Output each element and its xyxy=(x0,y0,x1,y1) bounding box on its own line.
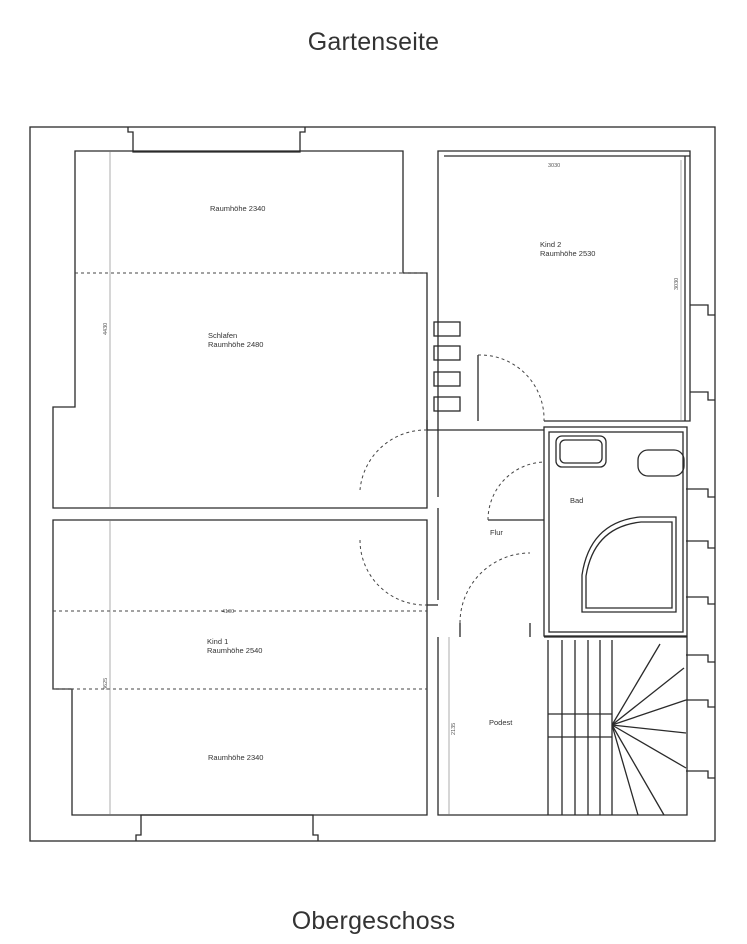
room-kind2-outline xyxy=(437,150,691,497)
label-podest: Podest xyxy=(489,718,513,727)
label-kind2: Kind 2 xyxy=(540,240,561,249)
label-kind1: Kind 1 xyxy=(207,637,228,646)
dim-kind1-depth: 3625 xyxy=(103,678,109,690)
label-schlafen: Schlafen xyxy=(208,331,237,340)
room-bad-outline xyxy=(543,426,688,637)
dim-kind1-width: 4100 xyxy=(222,609,234,615)
label-bad: Bad xyxy=(570,496,583,505)
top-window xyxy=(127,127,306,153)
label-lower-left: Raumhöhe 2340 xyxy=(208,753,263,762)
label-schlafen-height: Raumhöhe 2480 xyxy=(208,340,263,349)
dim-kind2-depth: 3030 xyxy=(674,278,680,290)
top-title: Gartenseite xyxy=(307,28,440,56)
bottom-window xyxy=(135,814,319,841)
room-kind1-outline xyxy=(52,519,428,816)
bottom-title: Obergeschoss xyxy=(291,907,456,935)
label-upper-left: Raumhöhe 2340 xyxy=(210,204,265,213)
dim-kind2-width: 3030 xyxy=(548,163,560,169)
label-kind1-height: Raumhöhe 2540 xyxy=(207,646,262,655)
room-podest-outline xyxy=(437,636,688,816)
dim-podest-depth: 2135 xyxy=(451,723,457,735)
dim-schlafen-depth: 4430 xyxy=(103,323,109,335)
label-flur: Flur xyxy=(490,528,503,537)
label-kind2-height: Raumhöhe 2530 xyxy=(540,249,595,258)
room-schlafen-outline xyxy=(52,150,428,509)
outer-wall xyxy=(29,126,716,842)
